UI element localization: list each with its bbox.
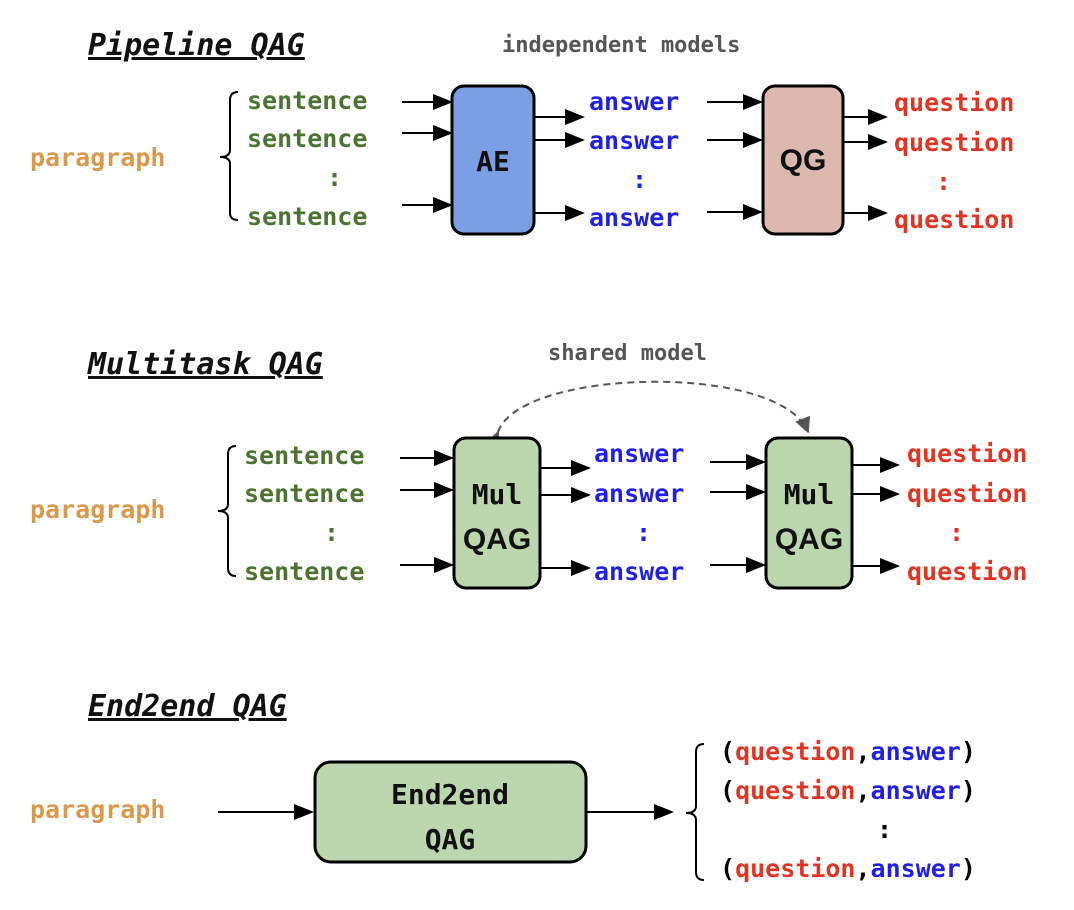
pair-question: question (735, 854, 855, 883)
end2end-model-line1: End2end (391, 778, 509, 811)
paren-open: ( (720, 854, 735, 883)
pair-answer: answer (871, 776, 961, 805)
pair-comma: , (855, 776, 870, 805)
pair-answer: answer (871, 737, 961, 766)
mulqag-label-line1: Mul (472, 478, 523, 511)
end2end-model-line2: QAG (425, 823, 476, 856)
mulqag-model-box-2 (764, 436, 854, 590)
paren-open: ( (720, 776, 735, 805)
multitask-answer: answer (594, 557, 684, 586)
pair-comma: , (855, 737, 870, 766)
multitask-question-dots: : (949, 518, 964, 547)
pipeline-question: question (894, 128, 1014, 157)
multitask-sentence-dots: : (324, 518, 339, 547)
multitask-question: question (907, 479, 1027, 508)
pipeline-answer-dots: : (632, 165, 647, 194)
qa-pair: (question,answer) (720, 854, 976, 883)
multitask-question: question (907, 439, 1027, 468)
end2end-section: End2end QAG paragraph End2end QAG (quest… (30, 689, 976, 883)
pipeline-sentence: sentence (247, 86, 367, 115)
mulqag-label-line1: Mul (784, 478, 835, 511)
pipeline-sentence: sentence (247, 124, 367, 153)
paren-close: ) (961, 776, 976, 805)
end2end-model-box (313, 760, 588, 864)
multitask-sentence: sentence (244, 557, 364, 586)
end2end-title: End2end QAG (88, 689, 287, 724)
multitask-answer: answer (594, 479, 684, 508)
paren-close: ) (961, 737, 976, 766)
qa-pair: (question,answer) (720, 737, 976, 766)
multitask-title: Multitask QAG (87, 347, 323, 382)
multitask-question: question (907, 557, 1027, 586)
qg-model-label: QG (780, 144, 827, 177)
pair-question: question (735, 737, 855, 766)
multitask-section: Multitask QAG shared model paragraph sen… (30, 341, 1027, 590)
pipeline-title: Pipeline QAG (88, 28, 305, 63)
multitask-brace (217, 445, 237, 577)
qa-pair-dots: : (877, 815, 892, 844)
pair-comma: , (855, 854, 870, 883)
pipeline-question-dots: : (936, 167, 951, 196)
multitask-answer-dots: : (636, 518, 651, 547)
ae-model-box (450, 84, 536, 236)
multitask-paragraph: paragraph (30, 495, 165, 524)
multitask-note: shared model (548, 341, 707, 366)
pipeline-answer: answer (589, 203, 679, 232)
end2end-brace (685, 743, 705, 881)
shared-model-dashed-arrow (485, 380, 811, 449)
qg-model-box (761, 84, 845, 236)
pipeline-answer: answer (589, 126, 679, 155)
pipeline-question: question (894, 88, 1014, 117)
mulqag-label-line2: QAG (775, 523, 843, 556)
pipeline-note: independent models (502, 33, 740, 58)
pair-answer: answer (871, 854, 961, 883)
pipeline-question: question (894, 205, 1014, 234)
ae-model-label: AE (476, 145, 510, 178)
multitask-answer: answer (594, 439, 684, 468)
pipeline-paragraph: paragraph (30, 143, 165, 172)
pipeline-sentence: sentence (247, 202, 367, 231)
mulqag-model-box-1 (452, 436, 542, 590)
pipeline-sentence-dots: : (327, 163, 342, 192)
pair-question: question (735, 776, 855, 805)
multitask-sentence: sentence (244, 479, 364, 508)
paren-open: ( (720, 737, 735, 766)
end2end-paragraph: paragraph (30, 795, 165, 824)
multitask-sentence: sentence (244, 441, 364, 470)
paren-close: ) (961, 854, 976, 883)
qa-pair: (question,answer) (720, 776, 976, 805)
pipeline-section: Pipeline QAG independent models paragrap… (30, 28, 1014, 236)
pipeline-brace (219, 91, 239, 221)
mulqag-label-line2: QAG (463, 523, 531, 556)
pipeline-answer: answer (589, 87, 679, 116)
